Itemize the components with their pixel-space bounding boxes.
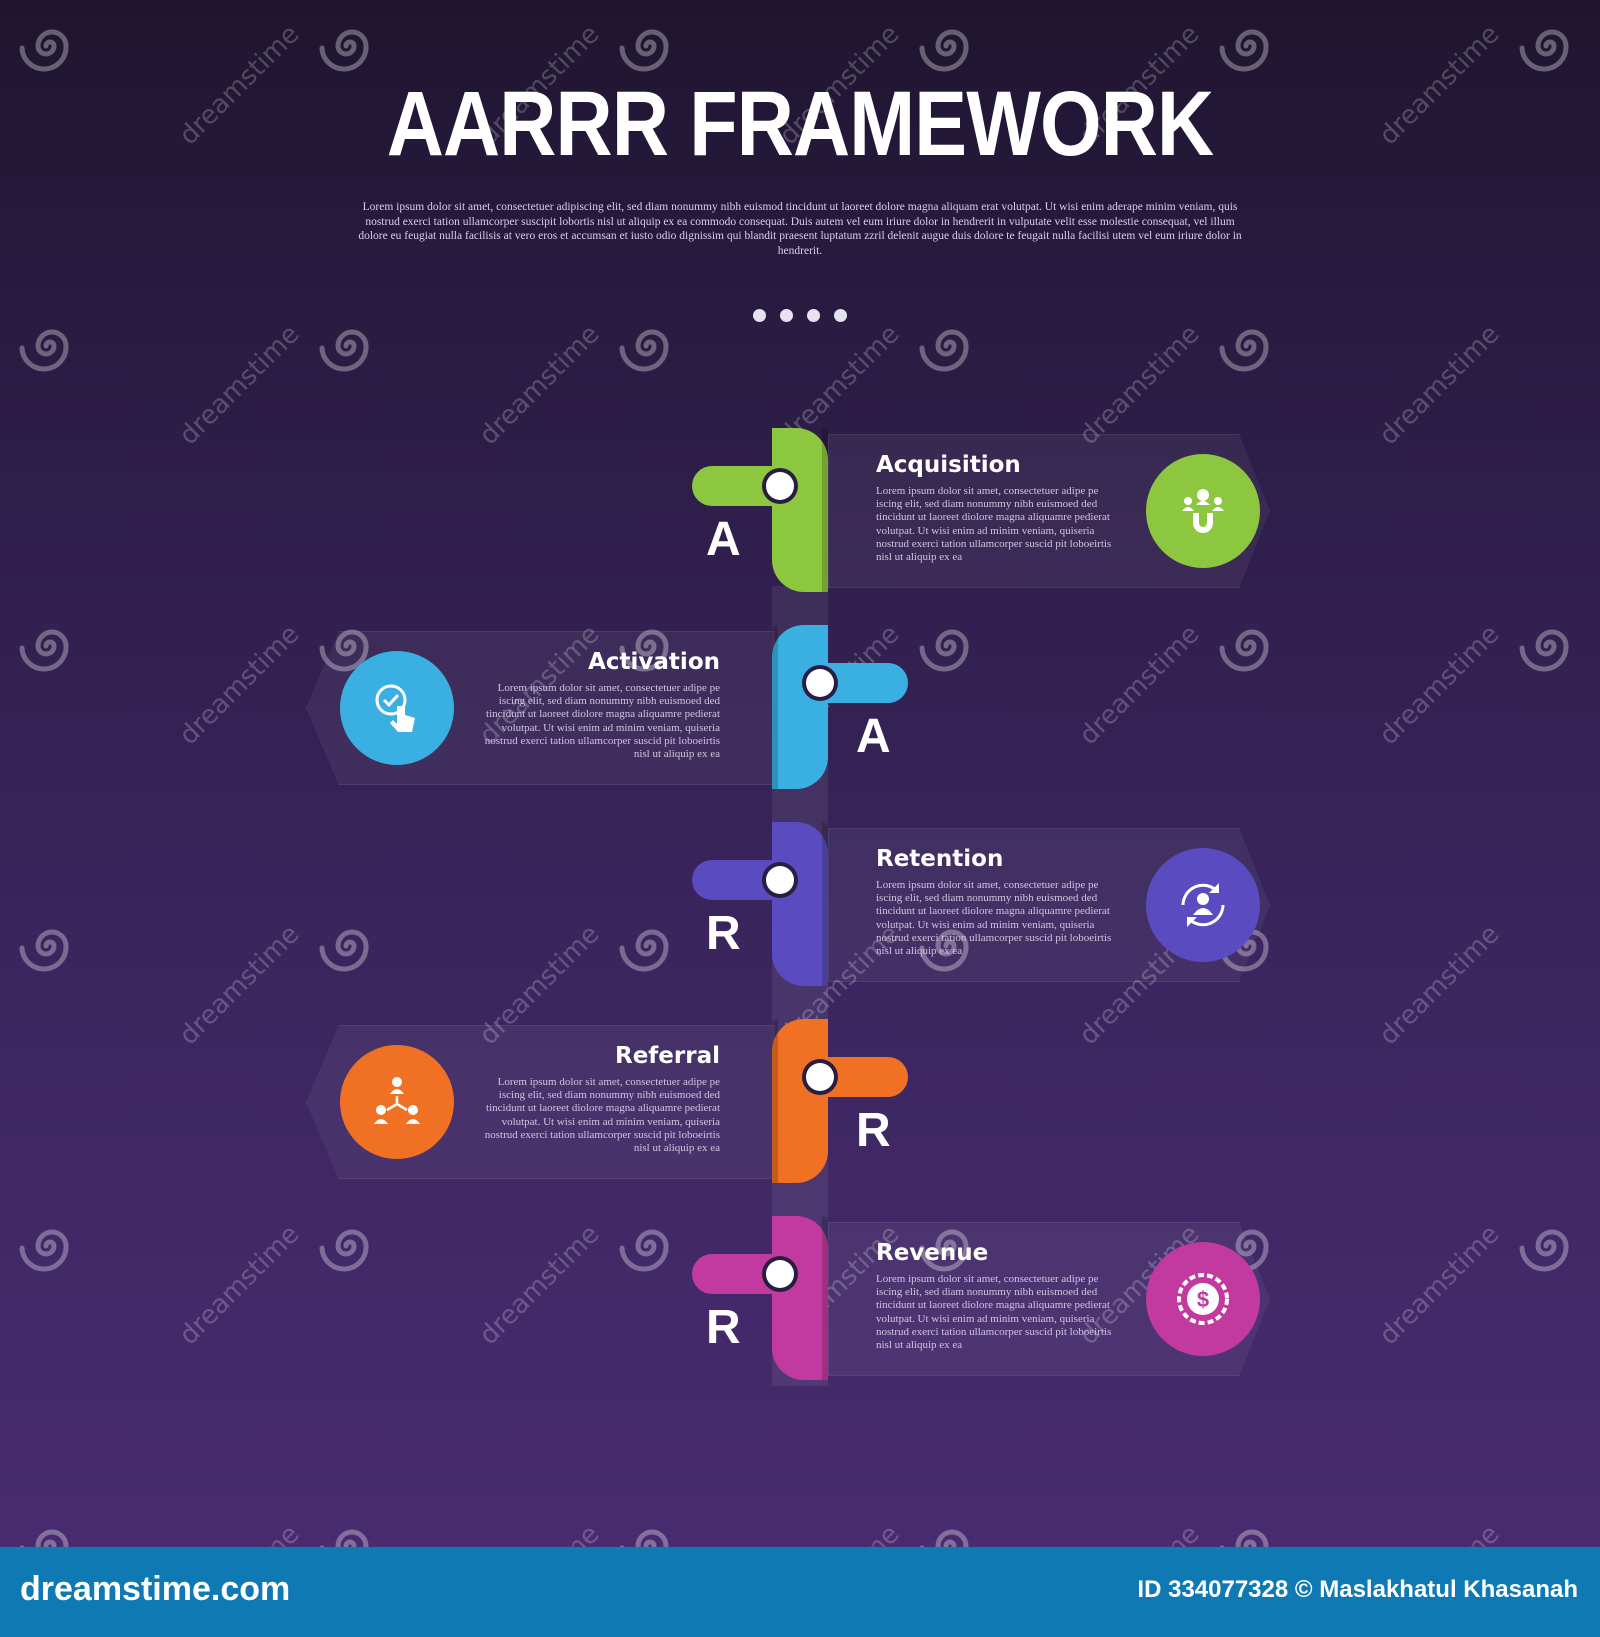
- footer-logo[interactable]: dreamstime.com: [20, 1570, 291, 1608]
- stage-title: Revenue: [876, 1240, 989, 1266]
- footer-bar: [0, 1547, 1600, 1637]
- stage-bar: [772, 1216, 828, 1380]
- stage-node: [766, 472, 794, 500]
- watermark-text: dreamstime: [1074, 1519, 1206, 1547]
- stage-referral: R Referral Lorem ipsum dolor sit amet, c…: [0, 1019, 1600, 1189]
- stage-retention: R Retention Lorem ipsum dolor sit amet, …: [0, 822, 1600, 992]
- stage-bar: [772, 428, 828, 592]
- stage-letter: R: [856, 1104, 891, 1157]
- stage-title: Referral: [614, 1043, 720, 1069]
- stage-letter: R: [706, 1301, 741, 1354]
- watermark-text: dreamstime: [1374, 1519, 1506, 1547]
- stage-description: Lorem ipsum dolor sit amet, consectetuer…: [876, 485, 1112, 564]
- stage-icon-badge: [1146, 848, 1260, 962]
- stage-bar: [772, 1019, 828, 1183]
- stage-revenue: R Revenue Lorem ipsum dolor sit amet, co…: [0, 1216, 1600, 1386]
- stage-bar: [772, 625, 828, 789]
- stage-icon-badge: [340, 1045, 454, 1159]
- stage-icon-badge: [1146, 454, 1260, 568]
- stage-activation: A Activation Lorem ipsum dolor sit amet,…: [0, 625, 1600, 795]
- image-credit: ID 334077328 © Maslakhatul Khasanah: [1137, 1576, 1578, 1603]
- stage-letter: A: [706, 513, 741, 566]
- stage-node: [766, 866, 794, 894]
- stage-letter: A: [856, 710, 891, 763]
- stage-node: [806, 1063, 834, 1091]
- watermark-text: dreamstime: [774, 1519, 906, 1547]
- svg-text:$: $: [1197, 1287, 1209, 1312]
- description-text: Lorem ipsum dolor sit amet, consectetuer…: [358, 201, 1242, 257]
- stage-acquisition: A Acquisition Lorem ipsum dolor sit amet…: [0, 428, 1600, 598]
- stage-description: Lorem ipsum dolor sit amet, consectetuer…: [484, 682, 720, 761]
- stage-title: Retention: [876, 846, 1004, 872]
- stage-title: Activation: [588, 649, 720, 675]
- stage-description: Lorem ipsum dolor sit amet, consectetuer…: [876, 879, 1112, 958]
- stage-node: [766, 1260, 794, 1288]
- pagination-dots: [0, 307, 1600, 326]
- stage-bar: [772, 822, 828, 986]
- stage-title: Acquisition: [876, 452, 1021, 478]
- watermark-text: dreamstime: [474, 1519, 606, 1547]
- page-title: AARRR FRAMEWORK: [386, 73, 1214, 175]
- stage-description: Lorem ipsum dolor sit amet, consectetuer…: [876, 1273, 1112, 1352]
- watermark-text: dreamstime: [0, 1519, 5, 1547]
- watermark-text: dreamstime: [174, 1519, 306, 1547]
- stage-node: [806, 669, 834, 697]
- stage-icon-badge: [340, 651, 454, 765]
- stage-description: Lorem ipsum dolor sit amet, consectetuer…: [484, 1076, 720, 1155]
- stage-icon-badge: $: [1146, 1242, 1260, 1356]
- stage-letter: R: [706, 907, 741, 960]
